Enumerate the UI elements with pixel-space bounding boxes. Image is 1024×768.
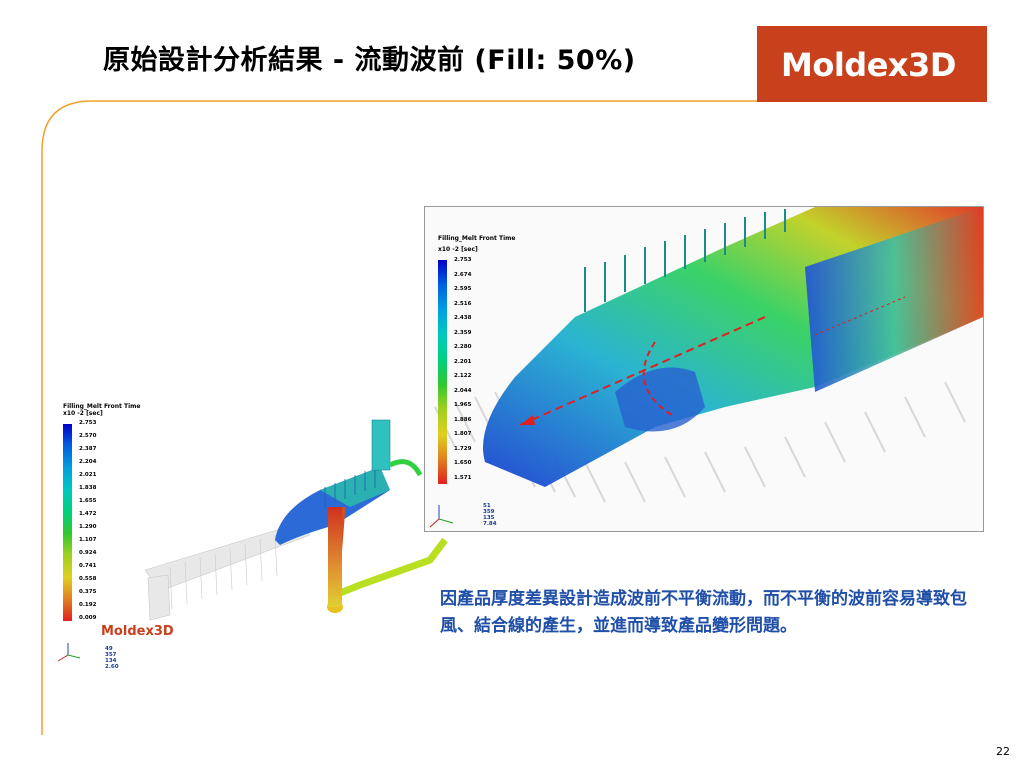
axis-triad-icon [429, 505, 454, 528]
legend-value: 0.558 [79, 576, 97, 582]
left-legend-bar [63, 424, 72, 621]
legend-value: 2.044 [454, 387, 472, 394]
legend-value: 2.595 [454, 286, 472, 292]
coord-value: 49 [105, 646, 113, 652]
legend-value: 1.472 [79, 511, 97, 517]
right-view-coords: 51 359 135 7.84 [483, 503, 497, 527]
right-color-legend: Filling_Melt Front Time x10 -2 [sec] 2.7… [438, 235, 516, 485]
logo-text: Moldex3D [781, 46, 956, 84]
legend-value: 1.729 [454, 445, 472, 452]
legend-value: 0.375 [79, 589, 97, 595]
legend-value: 2.201 [454, 358, 472, 365]
coord-value: 2.60 [105, 664, 119, 670]
legend-value: 2.570 [79, 433, 97, 439]
coord-value: 135 [483, 515, 495, 521]
left-view-coords: 49 357 134 2.60 [105, 646, 119, 670]
moldex3d-logo: Moldex3D [757, 26, 987, 102]
legend-value: 2.753 [454, 257, 472, 263]
coord-value: 7.84 [483, 521, 497, 527]
legend-value: 1.807 [454, 431, 472, 437]
legend-value: 1.655 [79, 498, 97, 504]
right-model-render [429, 207, 983, 528]
legend-value: 2.516 [454, 300, 472, 307]
coord-value: 357 [105, 652, 117, 658]
left-moldex3d-logo: Moldex3D [101, 624, 174, 639]
legend-value: 1.886 [454, 416, 472, 423]
legend-value: 1.965 [454, 402, 472, 408]
legend-value: 1.290 [79, 524, 97, 530]
slide-caption: 因產品厚度差異設計造成波前不平衡流動，而不平衡的波前容易導致包風、結合線的產生，… [440, 589, 967, 636]
coord-value: 134 [105, 658, 117, 664]
page-number: 22 [996, 745, 1010, 758]
coord-value: 51 [483, 503, 491, 509]
legend-value: 1.107 [79, 537, 97, 543]
legend-value: 2.387 [79, 446, 97, 452]
legend-value: 2.359 [454, 329, 472, 336]
legend-value: 0.741 [79, 563, 97, 569]
left-model-render [57, 419, 448, 662]
legend-value: 0.009 [79, 615, 97, 621]
left-legend-unit: x10 -2 [sec] [63, 410, 103, 417]
legend-value: 2.122 [454, 373, 472, 379]
legend-value: 0.192 [79, 602, 97, 608]
right-legend-title: Filling_Melt Front Time [438, 235, 516, 242]
axis-triad-icon [57, 643, 81, 662]
legend-value: 1.571 [454, 474, 472, 481]
left-simulation-view [50, 395, 460, 685]
slide-title: 原始設計分析結果 - 流動波前 (Fill: 50%) [103, 45, 636, 76]
legend-value: 2.204 [79, 459, 97, 465]
coord-value: 359 [483, 509, 495, 515]
legend-value: 0.924 [79, 550, 97, 556]
legend-value: 1.650 [454, 460, 472, 466]
legend-value: 2.021 [79, 472, 97, 478]
legend-value: 1.838 [79, 485, 97, 491]
legend-value: 2.753 [79, 420, 97, 426]
left-legend-title: Filling_Melt Front Time [63, 403, 141, 410]
legend-value: 2.280 [454, 344, 472, 350]
right-zoom-view: Filling_Melt Front Time x10 -2 [sec] 2.7… [424, 206, 984, 532]
left-color-legend: Filling_Melt Front Time x10 -2 [sec] 2.7… [63, 403, 141, 633]
legend-value: 2.438 [454, 315, 472, 321]
right-legend-bar [438, 260, 447, 484]
right-legend-unit: x10 -2 [sec] [438, 246, 478, 253]
legend-value: 2.674 [454, 271, 472, 278]
